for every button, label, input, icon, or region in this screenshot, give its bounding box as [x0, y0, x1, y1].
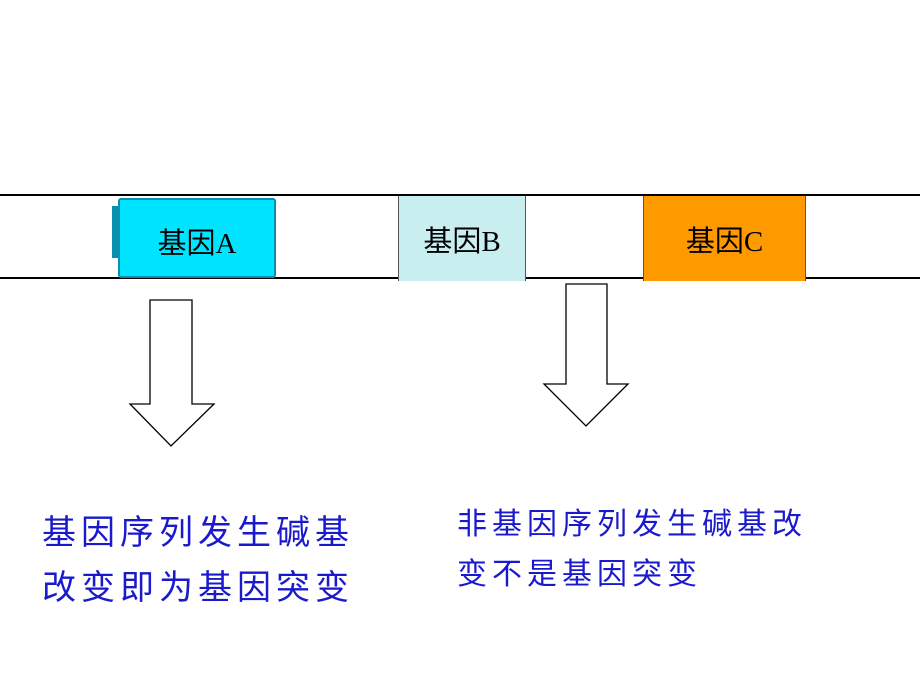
gene-b-label: 基因B	[423, 225, 501, 258]
gene-a-label: 基因A	[157, 228, 237, 260]
down-arrow-left	[128, 299, 216, 447]
gene-a-box: 基因A	[118, 198, 276, 278]
gene-b-box: 基因B	[398, 196, 526, 281]
caption-non-gene-change: 非基因序列发生碱基改变不是基因突变	[457, 507, 807, 592]
down-arrow-right	[542, 283, 630, 427]
gene-c-box: 基因C	[643, 196, 806, 281]
gene-c-label: 基因C	[685, 225, 764, 258]
caption-gene-mutation: 基因序列发生碱基改变即为基因突变	[42, 513, 354, 608]
